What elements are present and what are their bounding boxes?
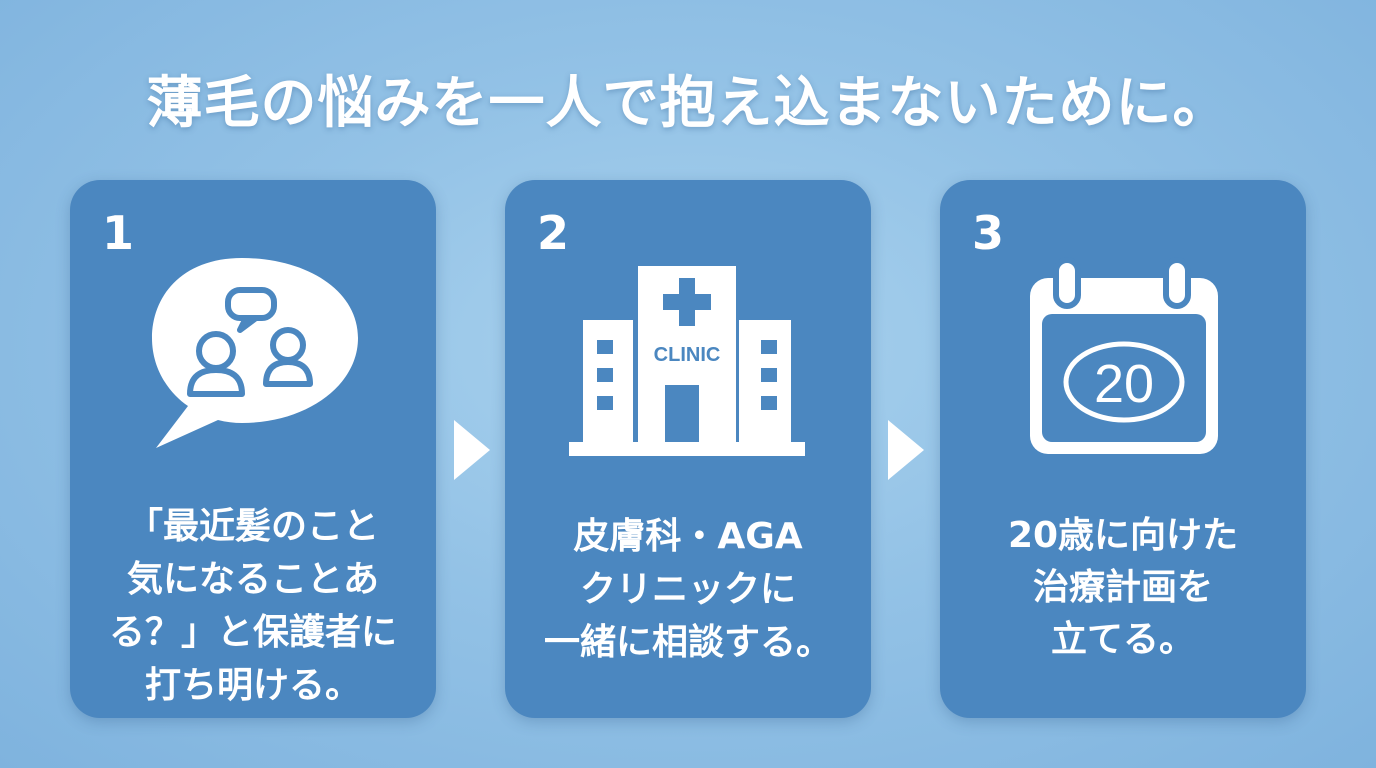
step-number: 3 [972,206,1005,260]
arrow-right-icon [888,420,924,480]
arrow-right-icon [454,420,490,480]
calendar-icon: 20 [1030,257,1218,454]
page-title: 薄毛の悩みを一人で抱え込まないために。 [146,71,1230,136]
step-text: 「最近髪のこと 気になることあ る？」と保護者に 打ち明ける。 [108,506,397,706]
step-number: 2 [537,206,570,260]
step-card-1: 1 「最近髪のこと 気になることあ る？」と保護者に 打ち明ける。 [70,180,436,718]
step-card-2: 2 CLINIC 皮膚科・AGA クリニックに 一緒に相談する。 [505,180,871,718]
step-number: 1 [102,206,135,260]
clinic-building-icon: CLINIC [569,266,805,456]
step-text: 皮膚科・AGA クリニックに 一緒に相談する。 [543,516,832,663]
step-text: 20歳に向けた 治療計画を 立てる。 [1007,515,1239,660]
speech-bubble-people-icon [152,258,358,448]
calendar-date: 20 [1094,354,1154,414]
step-card-3: 3 20 20歳に向けた 治療計画を 立てる。 [940,180,1306,718]
clinic-label: CLINIC [654,344,721,366]
